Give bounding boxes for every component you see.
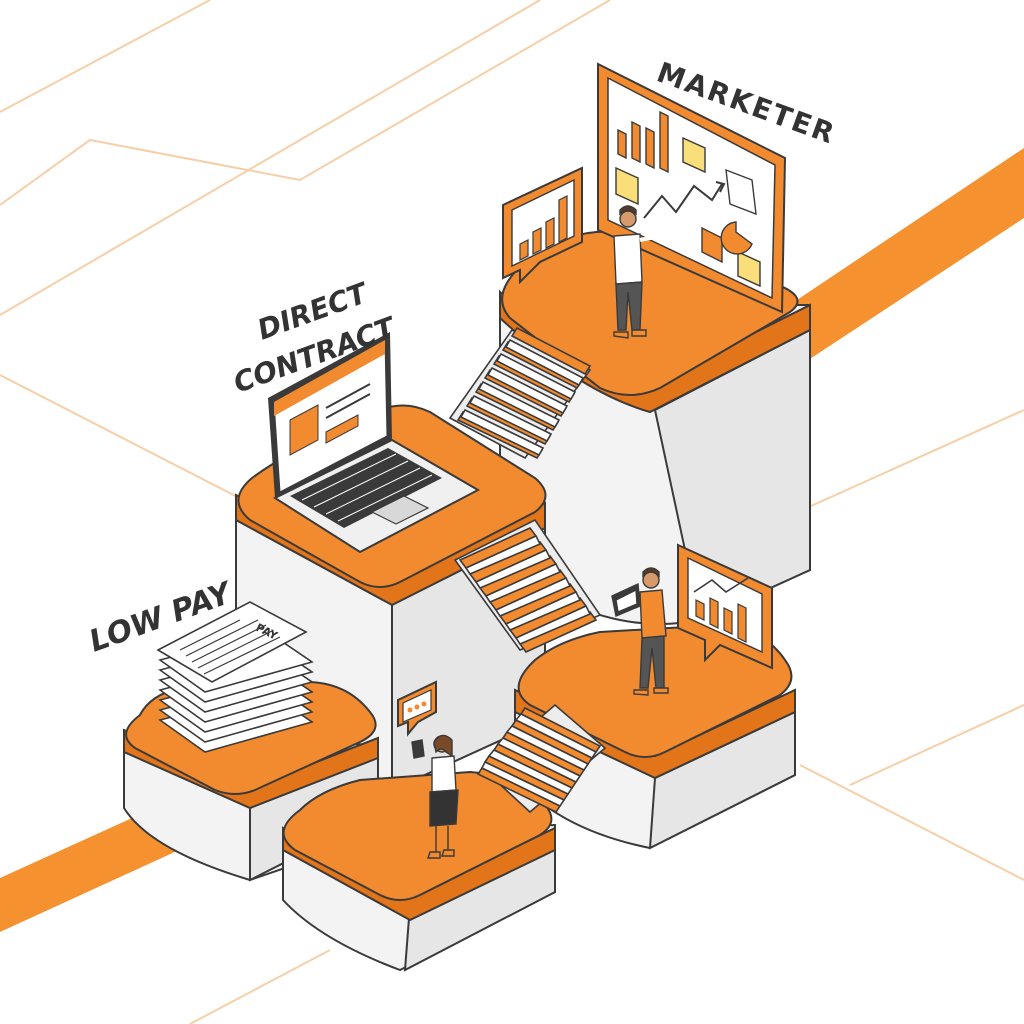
platform-bottom [282,770,556,972]
phone-icon [411,739,425,759]
chat-bubble-icon [397,680,437,737]
stairs-top [448,326,592,460]
stairs-bottom [476,703,607,814]
bar-chart-bubble-icon [677,543,773,670]
person-icon [613,205,670,339]
whiteboard-icon [597,62,787,314]
laptop-icon [268,332,481,554]
document-stack-icon [156,601,314,753]
orange-band [0,148,1024,932]
person-icon [611,567,669,696]
stairs-middle [453,518,602,653]
bar-chart-bubble-icon [502,166,583,285]
person-icon [411,734,459,859]
